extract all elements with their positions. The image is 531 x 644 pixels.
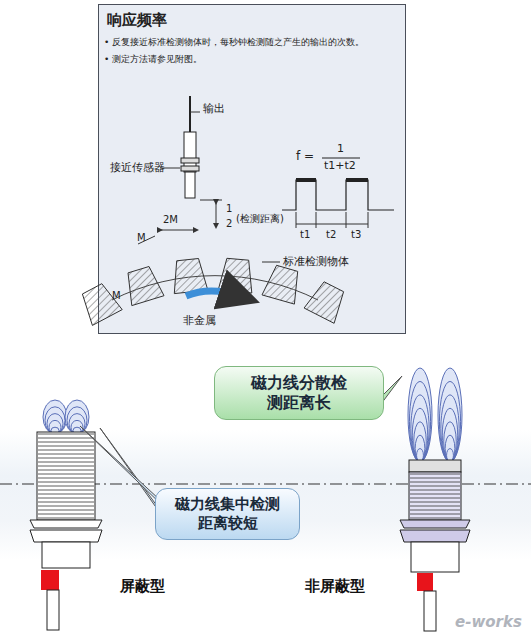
formula: 1 (337, 143, 344, 155)
dimension: 1 (226, 203, 232, 214)
dimension: 2 (226, 218, 232, 229)
time-label: t1 (300, 229, 310, 240)
part-name: 接近传感器 (110, 162, 165, 174)
dimension: M (137, 232, 146, 243)
output-label: 输出 (203, 103, 225, 115)
part-name: 非金属 (183, 315, 216, 327)
time-label: t3 (351, 229, 361, 240)
callout-text: 磁力线分散检测距离长 (247, 373, 351, 413)
watermark: e-works (455, 614, 522, 631)
panel-title: 响应频率 (107, 11, 167, 30)
part-name: 标准检测物体 (283, 256, 349, 268)
bullet-text: • 测定方法请参见附图。 (104, 53, 202, 66)
formula: f = (296, 150, 314, 163)
dimension: M (112, 290, 121, 301)
time-label: t2 (326, 229, 336, 240)
green-callout: 磁力线分散检测距离长 (214, 366, 384, 420)
dimension: 2M (163, 214, 178, 225)
sensor-type: 非屏蔽型 (305, 578, 365, 595)
blue-callout: 磁力线集中检测距离较短 (155, 488, 300, 540)
formula: t1+t2 (324, 160, 356, 172)
sensor-type: 屏蔽型 (120, 578, 165, 595)
callout-text: 磁力线集中检测距离较短 (173, 495, 283, 533)
bullet-text: • 反复接近标准检测物体时，每秒钟检测随之产生的输出的次数。 (104, 36, 404, 49)
dimension: (检测距离) (236, 213, 284, 224)
